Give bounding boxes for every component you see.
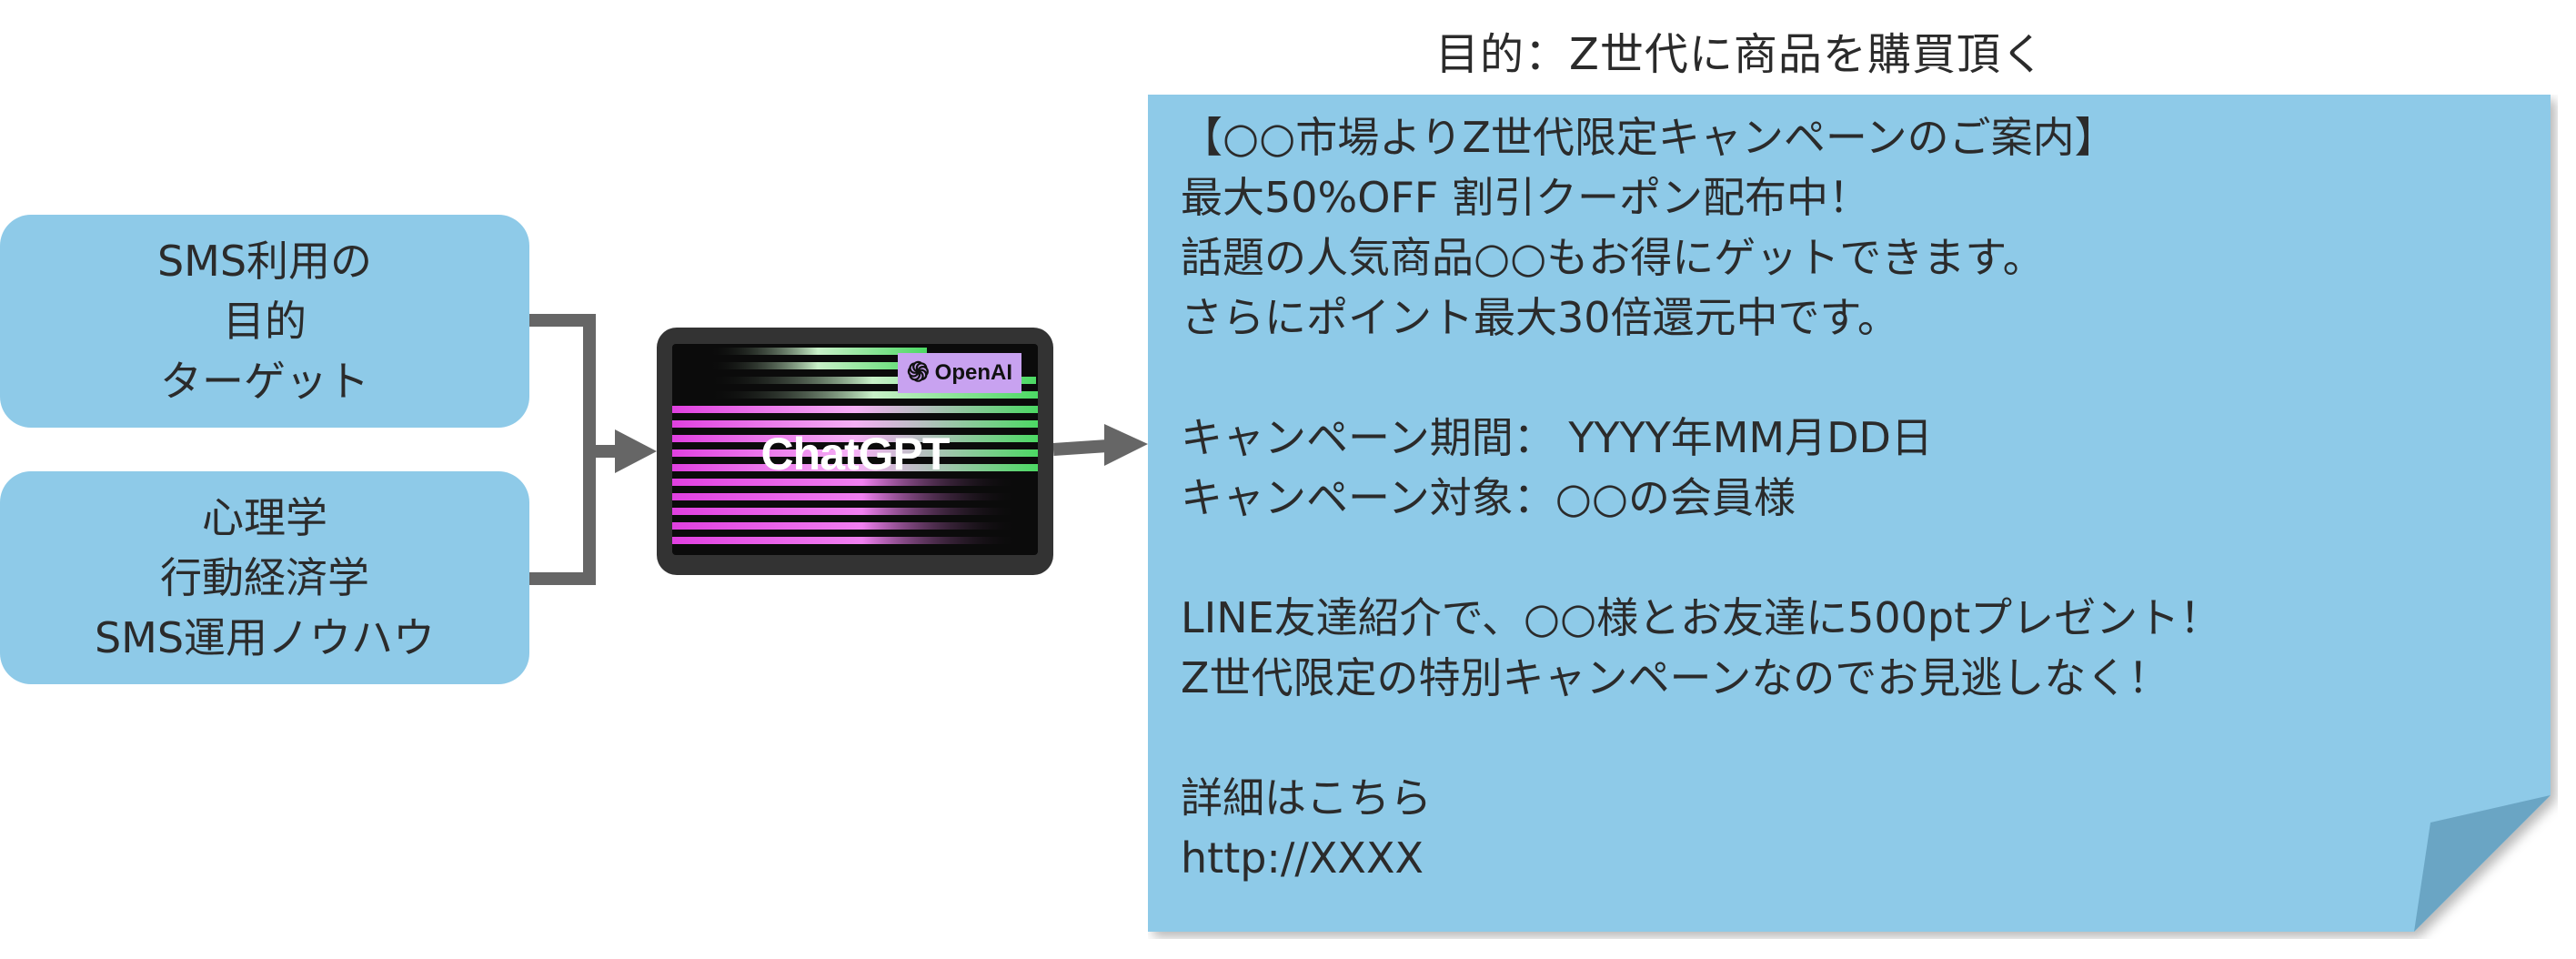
message-text: 【○○市場よりZ世代限定キャンペーンのご案内】 最大50%OFF 割引クーポン配… xyxy=(1181,107,2509,888)
message-line: 最大50%OFF 割引クーポン配布中！ xyxy=(1181,173,1870,222)
openai-knot-icon: ֍ xyxy=(907,358,930,388)
sms-message-note: 【○○市場よりZ世代限定キャンペーンのご案内】 最大50%OFF 割引クーポン配… xyxy=(1148,95,2558,939)
box1-line-1: SMS利用の xyxy=(156,237,373,286)
message-link[interactable]: http://XXXX xyxy=(1181,833,1424,883)
message-line: 詳細はこちら xyxy=(1181,773,1432,823)
box2-line-1: 心理学 xyxy=(202,493,327,542)
chatgpt-card: ChatGPT ֍ OpenAI xyxy=(657,328,1053,575)
stripes-graphic xyxy=(672,348,1038,544)
message-line: 話題の人気商品○○もお得にゲットできます。 xyxy=(1181,233,2045,282)
box1-line-3: ターゲット xyxy=(160,357,369,406)
connector-bracket xyxy=(529,314,596,585)
arrowhead-to-message xyxy=(1104,424,1148,466)
message-line: LINE友達紹介で、○○様とお友達に500ptプレゼント！ xyxy=(1181,593,2222,642)
message-line: 【○○市場よりZ世代限定キャンペーンのご案内】 xyxy=(1181,113,2117,162)
input-box-knowledge: 心理学 行動経済学 SMS運用ノウハウ xyxy=(0,471,529,684)
message-line-blank xyxy=(1181,348,2509,408)
input-box-purpose-target: SMS利用の 目的 ターゲット xyxy=(0,215,529,428)
chatgpt-screen: ChatGPT ֍ OpenAI xyxy=(672,344,1038,555)
message-line: キャンペーン対象：○○の会員様 xyxy=(1181,473,1796,522)
message-line: Z世代限定の特別キャンペーンなのでお見逃しなく！ xyxy=(1181,653,2170,702)
message-line: キャンペーン期間： YYYY年MM月DD日 xyxy=(1181,413,1933,462)
box1-line-2: 目的 xyxy=(223,297,307,346)
note-fold xyxy=(2414,795,2551,932)
box2-line-2: 行動経済学 xyxy=(160,553,369,602)
chatgpt-title: ChatGPT xyxy=(760,429,951,480)
note-shape xyxy=(1148,95,2551,932)
goal-title: 目的：Z世代に商品を購買頂く xyxy=(1435,29,2046,80)
message-line-blank xyxy=(1181,528,2509,588)
arrowhead-to-chatgpt xyxy=(615,429,657,473)
box2-line-3: SMS運用ノウハウ xyxy=(94,613,436,662)
note-body xyxy=(1148,95,2551,932)
connector-to-message xyxy=(1052,439,1109,456)
message-line: さらにポイント最大30倍還元中です。 xyxy=(1181,293,1899,342)
openai-badge: ֍ OpenAI xyxy=(898,353,1021,393)
openai-badge-label: OpenAI xyxy=(934,360,1012,385)
message-line-blank xyxy=(1181,708,2509,768)
